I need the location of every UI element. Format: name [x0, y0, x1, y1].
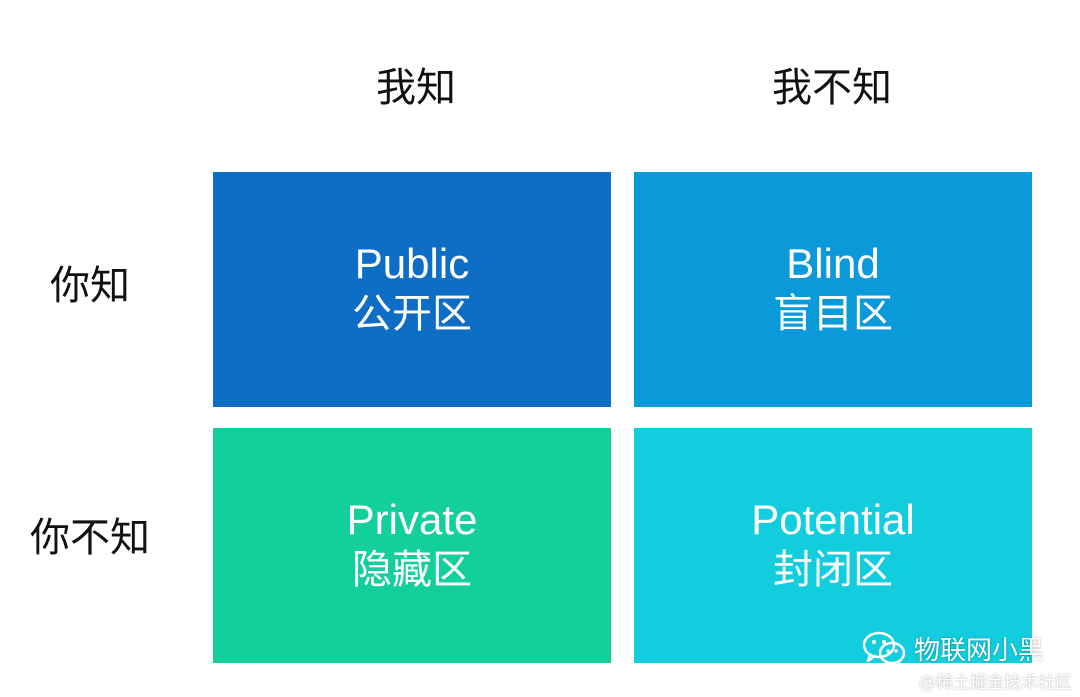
quadrant-private-english-label: Private — [346, 496, 478, 544]
quadrant-blind-english-label: Blind — [786, 240, 880, 288]
quadrant-blind: Blind 盲目区 — [634, 172, 1032, 407]
column-header-known-to-self: 我知 — [376, 65, 456, 111]
row-header-unknown-to-others: 你不知 — [30, 515, 150, 561]
quadrant-blind-chinese-label: 盲目区 — [773, 290, 893, 337]
row-header-known-to-others: 你知 — [50, 263, 130, 309]
wechat-icon — [862, 631, 906, 667]
watermark-brand-text: 物联网小黑 — [914, 636, 1045, 666]
column-header-unknown-to-self: 我不知 — [772, 65, 892, 111]
watermark-credit-text: @稀土掘金技术社区 — [919, 673, 1072, 693]
quadrant-public-chinese-label: 公开区 — [352, 290, 472, 337]
quadrant-public-english-label: Public — [354, 240, 470, 288]
quadrant-potential: Potential 封闭区 — [634, 428, 1032, 663]
quadrant-potential-english-label: Potential — [751, 496, 915, 544]
quadrant-private: Private 隐藏区 — [213, 428, 611, 663]
quadrant-public: Public 公开区 — [213, 172, 611, 407]
quadrant-private-chinese-label: 隐藏区 — [352, 546, 472, 593]
quadrant-potential-chinese-label: 封闭区 — [773, 546, 893, 593]
watermark: 物联网小黑 — [862, 630, 1044, 667]
